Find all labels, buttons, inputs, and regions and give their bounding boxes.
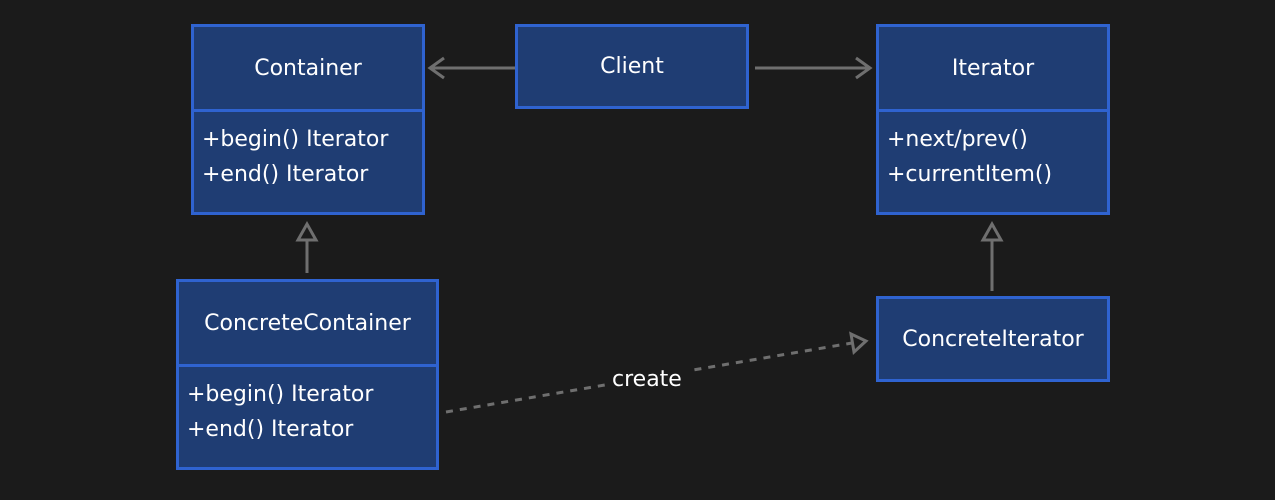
method: +currentItem(): [887, 162, 1053, 187]
edge-concrete-container-container: [295, 220, 319, 273]
class-concrete-iterator: ConcreteIterator: [876, 296, 1110, 382]
class-client-name: Client: [600, 54, 664, 79]
edge-label-create: create: [606, 367, 688, 392]
edge-client-iterator: [755, 56, 873, 80]
class-iterator-methods: +next/prev() +currentItem(): [879, 112, 1107, 192]
class-container-methods: +begin() Iterator +end() Iterator: [194, 112, 422, 192]
method: +begin() Iterator: [187, 382, 374, 407]
method: +end() Iterator: [187, 417, 354, 442]
edge-concrete-iterator-iterator: [980, 220, 1004, 291]
class-container: Container +begin() Iterator +end() Itera…: [191, 24, 425, 215]
class-concrete-container: ConcreteContainer +begin() Iterator +end…: [176, 279, 439, 470]
class-container-name: Container: [194, 27, 422, 112]
method: +begin() Iterator: [202, 127, 389, 152]
class-iterator-name: Iterator: [879, 27, 1107, 112]
method: +next/prev(): [887, 127, 1028, 152]
class-concrete-container-methods: +begin() Iterator +end() Iterator: [179, 367, 436, 447]
class-concrete-iterator-name: ConcreteIterator: [902, 326, 1084, 352]
edge-client-container: [427, 56, 516, 80]
class-concrete-container-name: ConcreteContainer: [179, 282, 436, 367]
class-client: Client: [515, 24, 749, 109]
method: +end() Iterator: [202, 162, 369, 187]
edge-create-dependency: [445, 331, 869, 414]
class-iterator: Iterator +next/prev() +currentItem(): [876, 24, 1110, 215]
